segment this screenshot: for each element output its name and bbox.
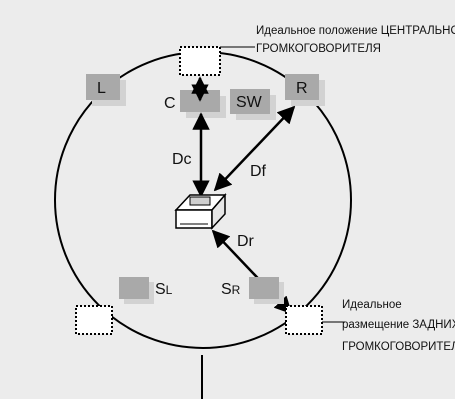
rear-note-line-1: Идеальное (342, 299, 402, 311)
speaker-right: R (285, 74, 325, 106)
rear-left-ideal-position-box (75, 305, 113, 335)
distance-rear-label: Dr (237, 233, 255, 250)
arrow-df (213, 105, 296, 192)
center-ideal-position-box (179, 46, 221, 76)
speaker-left-label: L (97, 80, 106, 97)
distance-center-label: Dc (172, 151, 192, 168)
speaker-center: C (164, 90, 226, 118)
speaker-surround-right: SR (221, 277, 284, 304)
center-note-line-1: Идеальное положение ЦЕНТРАЛЬНОГО (256, 25, 455, 37)
rear-note-line-2: размещение ЗАДНИХ (342, 319, 455, 331)
speaker-center-label: C (164, 95, 176, 112)
speaker-subwoofer-label: SW (236, 94, 263, 111)
speaker-left: L (86, 74, 126, 106)
distance-front-label: Df (250, 163, 267, 180)
center-note-line-2: ГРОМКОГОВОРИТЕЛЯ (256, 43, 381, 55)
rear-note-line-3: ГРОМКОГОВОРИТЕЛЕЙ (342, 340, 455, 353)
speaker-surround-left: SL (119, 277, 173, 304)
speaker-subwoofer: SW (230, 89, 276, 120)
speaker-right-label: R (296, 80, 308, 97)
surround-left-label: SL (155, 281, 173, 298)
listener-seat-icon (174, 192, 227, 230)
rear-right-ideal-position-box (285, 305, 323, 335)
surround-right-label: SR (221, 281, 241, 298)
